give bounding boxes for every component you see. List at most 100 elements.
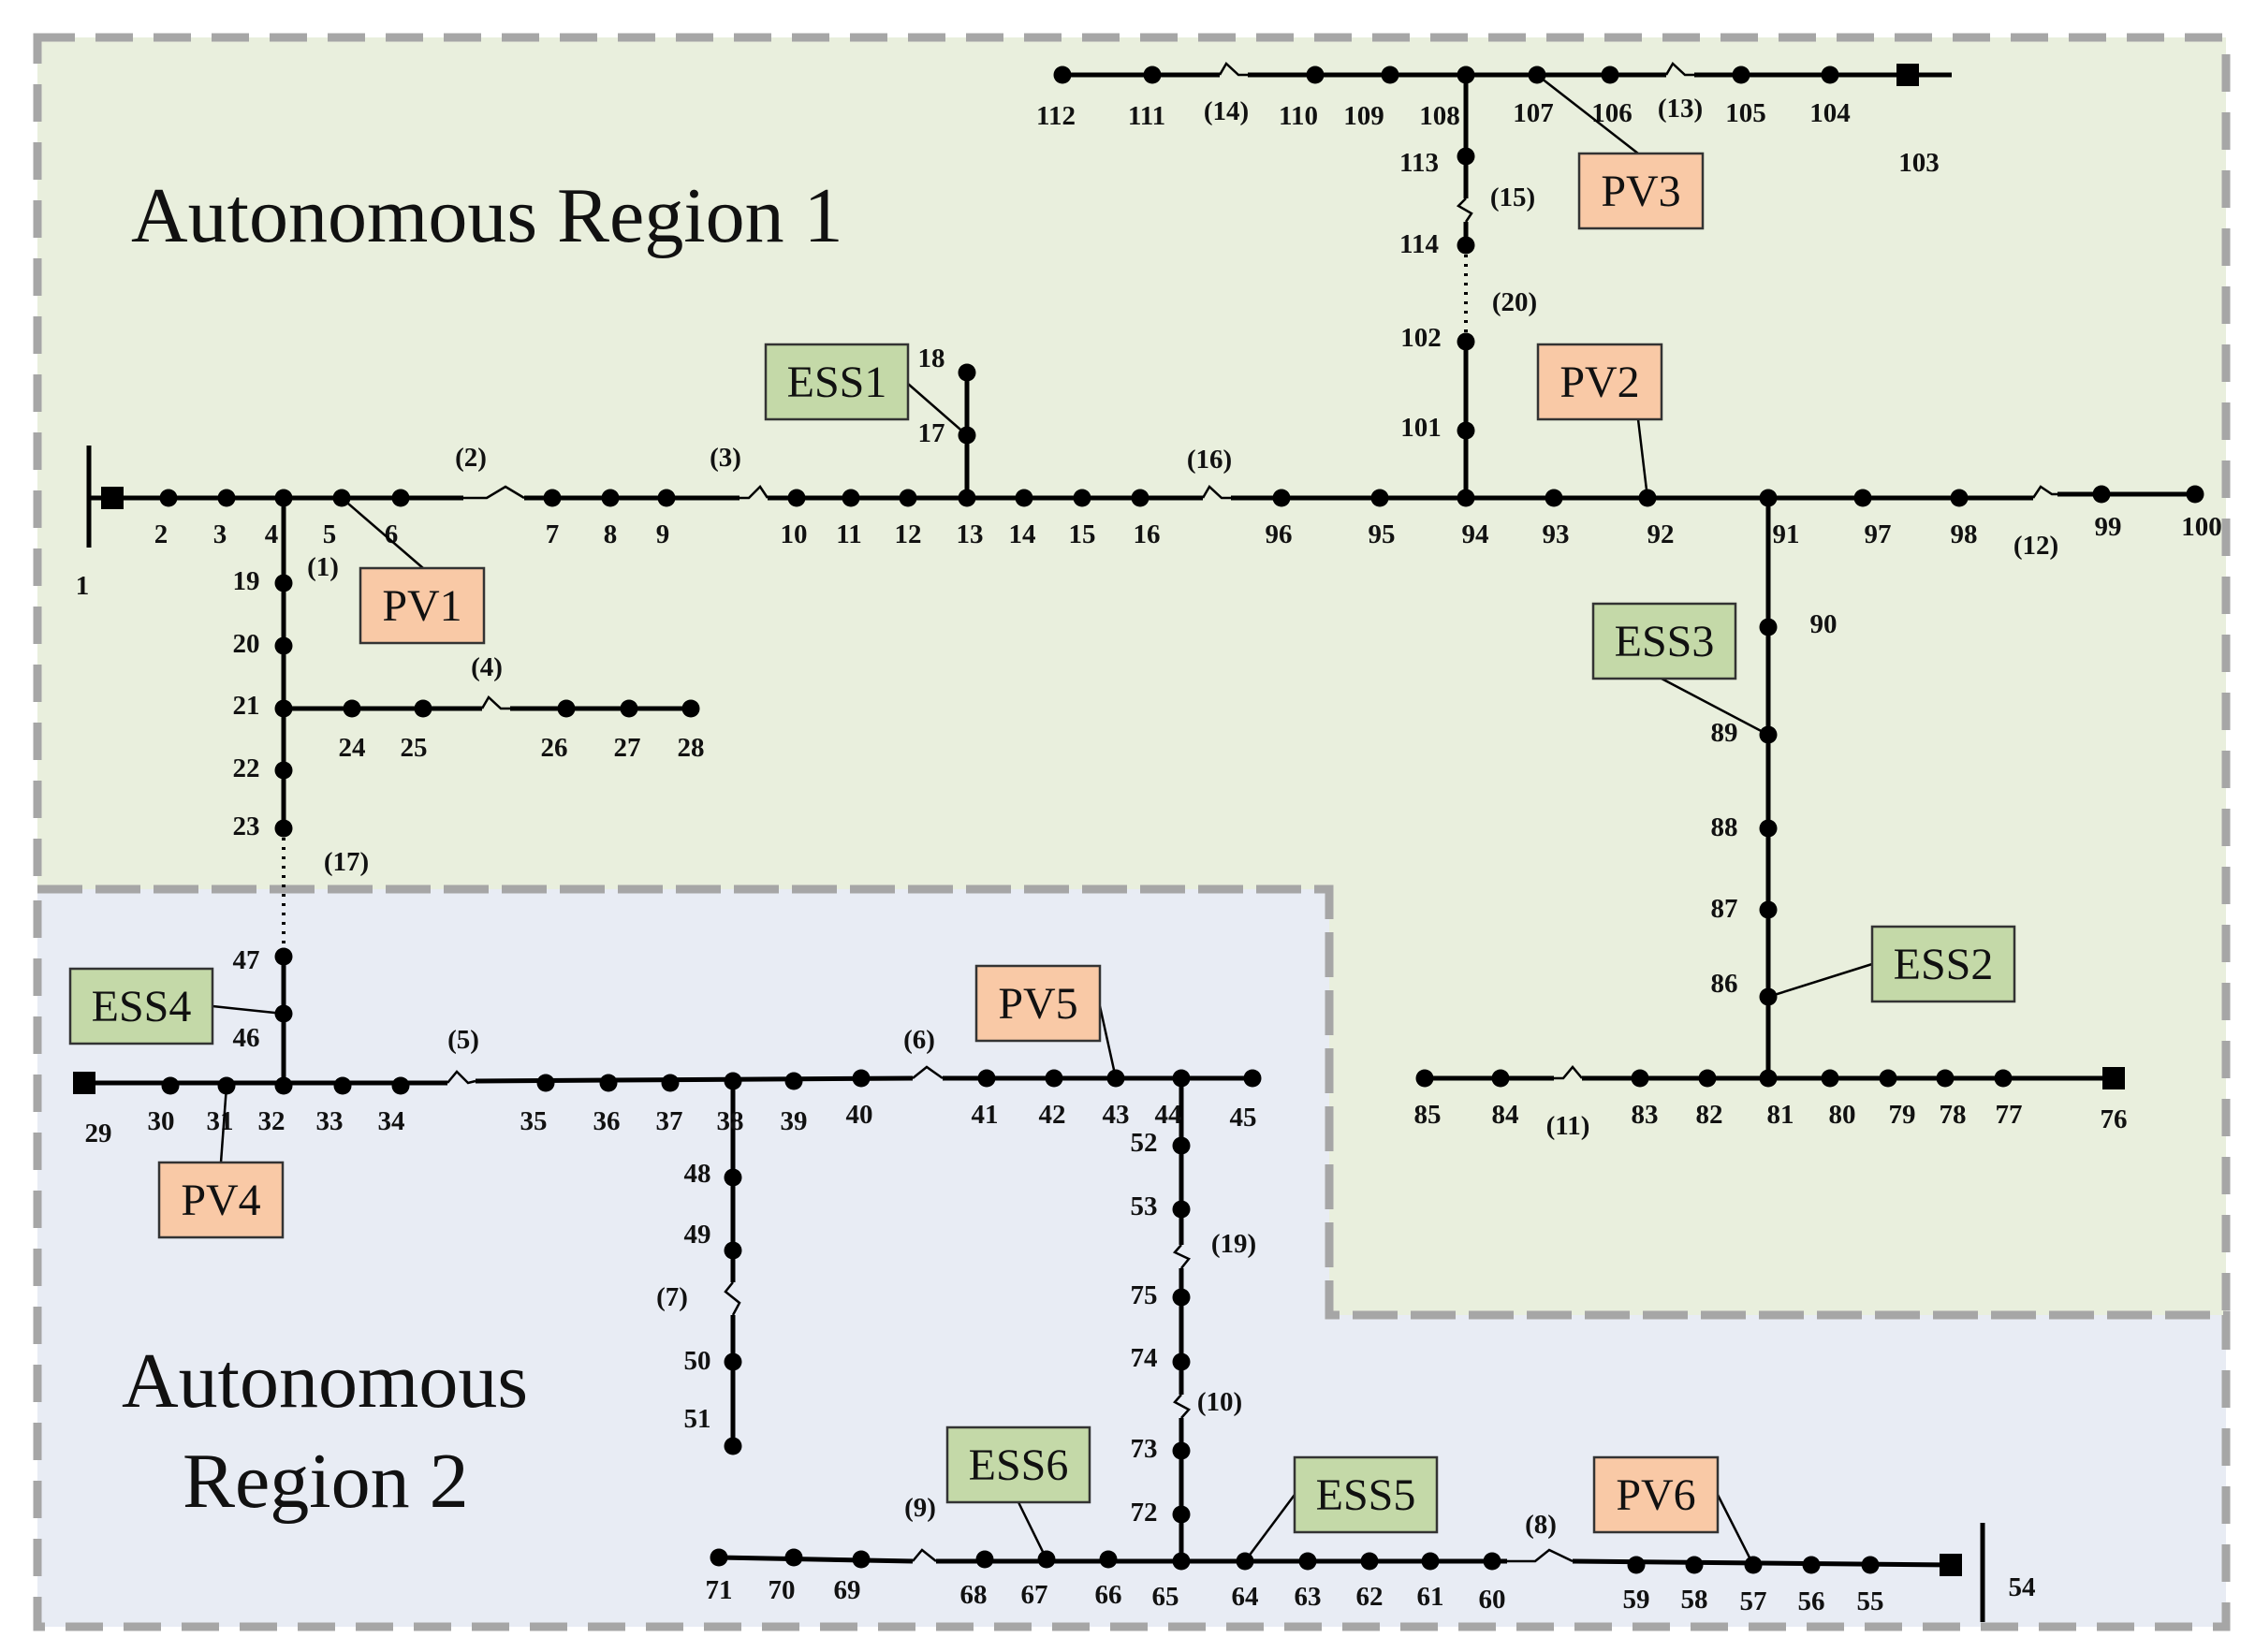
node-dot-15 xyxy=(1073,489,1091,507)
switch-label-11: (11) xyxy=(1546,1111,1590,1141)
node-label-36: 36 xyxy=(593,1106,621,1136)
leader-pv6 xyxy=(1716,1494,1755,1566)
node-label-7: 7 xyxy=(546,519,560,549)
node-label-114: 114 xyxy=(1399,229,1439,259)
leader-ess6 xyxy=(1017,1501,1048,1560)
ess6-label: ESS6 xyxy=(969,1440,1069,1490)
leader-ess3 xyxy=(1661,677,1769,737)
node-dot-78 xyxy=(1936,1069,1955,1088)
node-dot-3 xyxy=(217,489,236,507)
node-label-8: 8 xyxy=(604,519,618,549)
node-dot-38 xyxy=(724,1072,742,1090)
node-label-78: 78 xyxy=(1940,1100,1967,1130)
node-label-56: 56 xyxy=(1798,1586,1825,1616)
ess5-box xyxy=(1293,1455,1439,1534)
node-dot-59 xyxy=(1627,1556,1646,1574)
leader-ess2 xyxy=(1767,962,1873,999)
node-label-69: 69 xyxy=(834,1575,861,1605)
node-dot-99 xyxy=(2092,485,2111,504)
node-dot-33 xyxy=(333,1076,352,1095)
node-label-12: 12 xyxy=(895,519,922,549)
node-label-97: 97 xyxy=(1865,519,1892,549)
node-label-44: 44 xyxy=(1155,1100,1182,1130)
node-dot-109 xyxy=(1381,66,1399,84)
node-label-53: 53 xyxy=(1131,1191,1158,1221)
region-2-title-line2: Region 2 xyxy=(183,1438,469,1525)
region-1-area xyxy=(37,37,2226,1315)
open-switches xyxy=(447,62,2057,1563)
node-label-85: 85 xyxy=(1414,1100,1442,1130)
switch-label-1: (1) xyxy=(307,552,339,582)
node-dot-77 xyxy=(1994,1069,2013,1088)
node-dot-95 xyxy=(1370,489,1389,507)
node-dot-110 xyxy=(1306,66,1325,84)
node-dot-13 xyxy=(958,489,976,507)
switch-label-17: (17) xyxy=(324,847,369,877)
region-2-area xyxy=(37,889,2226,1627)
node-dot-8 xyxy=(601,489,620,507)
node-label-108: 108 xyxy=(1419,101,1460,131)
node-label-64: 64 xyxy=(1232,1582,1259,1612)
node-label-89: 89 xyxy=(1711,718,1738,748)
node-dot-7 xyxy=(543,489,562,507)
node-dot-22 xyxy=(274,761,293,780)
node-dot-81 xyxy=(1759,1069,1778,1088)
node-label-84: 84 xyxy=(1492,1100,1519,1130)
node-dot-85 xyxy=(1415,1069,1434,1088)
node-label-61: 61 xyxy=(1417,1582,1444,1612)
node-label-105: 105 xyxy=(1725,98,1766,128)
pv2-label: PV2 xyxy=(1559,358,1639,407)
switch-label-19: (19) xyxy=(1211,1229,1256,1259)
node-label-92: 92 xyxy=(1647,519,1675,549)
node-dot-80 xyxy=(1821,1069,1839,1088)
node-dot-60 xyxy=(1483,1552,1501,1571)
ess1-label: ESS1 xyxy=(787,358,887,407)
node-dot-66 xyxy=(1099,1550,1118,1569)
node-dot-63 xyxy=(1298,1552,1317,1571)
node-dot-34 xyxy=(391,1076,410,1095)
node-dot-94 xyxy=(1457,489,1475,507)
node-label-32: 32 xyxy=(258,1106,286,1136)
node-label-28: 28 xyxy=(678,733,705,763)
ess4-box xyxy=(68,967,214,1045)
node-label-35: 35 xyxy=(520,1106,548,1136)
node-label-1: 1 xyxy=(76,571,90,601)
node-label-73: 73 xyxy=(1131,1434,1158,1464)
node-dot-58 xyxy=(1685,1556,1704,1574)
node-dot-25 xyxy=(414,699,432,718)
node-label-88: 88 xyxy=(1711,812,1738,842)
node-dot-39 xyxy=(784,1072,803,1090)
node-label-111: 111 xyxy=(1128,101,1165,131)
node-label-27: 27 xyxy=(614,733,641,763)
switch-label-16: (16) xyxy=(1187,445,1232,475)
node-label-79: 79 xyxy=(1889,1100,1916,1130)
leader-ess4 xyxy=(212,1004,285,1016)
leader-pv5 xyxy=(1098,1005,1118,1079)
node-label-102: 102 xyxy=(1400,323,1442,353)
node-label-21: 21 xyxy=(233,691,260,721)
node-dot-61 xyxy=(1421,1552,1440,1571)
node-dot-21 xyxy=(274,699,293,718)
node-label-80: 80 xyxy=(1829,1100,1856,1130)
leader-pv1 xyxy=(341,497,424,569)
node-label-42: 42 xyxy=(1039,1100,1066,1130)
node-dot-20 xyxy=(274,636,293,655)
node-label-109: 109 xyxy=(1343,101,1384,131)
region-2-border xyxy=(33,884,2231,1631)
node-label-22: 22 xyxy=(233,753,260,783)
node-dot-71 xyxy=(710,1548,728,1567)
node-label-38: 38 xyxy=(717,1106,744,1136)
node-label-83: 83 xyxy=(1632,1100,1659,1130)
node-dot-97 xyxy=(1853,489,1872,507)
node-label-23: 23 xyxy=(233,811,260,841)
node-dot-79 xyxy=(1879,1069,1897,1088)
leader-ess5 xyxy=(1243,1494,1296,1562)
device-boxes: PV1PV2PV3PV4PV5PV6ESS1ESS2ESS3ESS4ESS5ES… xyxy=(68,152,2016,1534)
node-dot-88 xyxy=(1759,819,1778,838)
node-dot-24 xyxy=(343,699,361,718)
node-dot-37 xyxy=(661,1074,680,1092)
region-2-title-line1: Autonomous xyxy=(122,1338,528,1425)
node-label-40: 40 xyxy=(846,1100,873,1130)
node-label-100: 100 xyxy=(2181,512,2222,542)
